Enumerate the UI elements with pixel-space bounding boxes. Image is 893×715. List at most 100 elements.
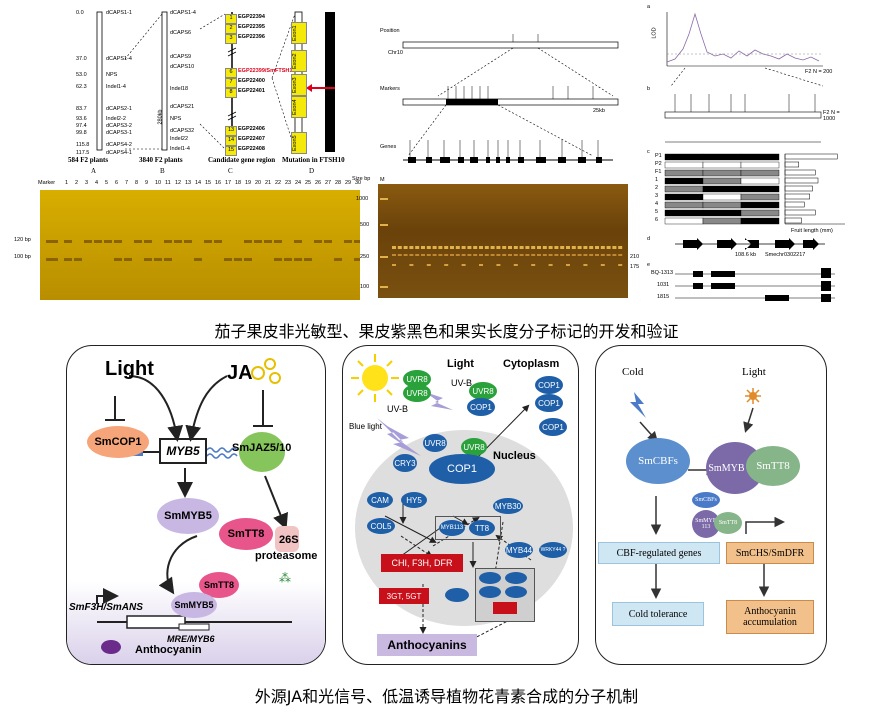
map-marker-label: dCAPS9 bbox=[170, 54, 192, 60]
gel-band bbox=[421, 254, 425, 256]
haplotype-row-label: P2 bbox=[655, 161, 662, 167]
candidate-gene-label: EGP22399/SmFTSH10 bbox=[238, 68, 296, 74]
nucleus-label: Nucleus bbox=[493, 450, 536, 462]
allele-1: BQ-1313 bbox=[651, 270, 674, 276]
gel-band bbox=[484, 246, 489, 249]
candidate-gene-label: EGP22408 bbox=[238, 146, 265, 152]
gel-lane-number: 7 bbox=[125, 180, 129, 186]
ja-label: JA bbox=[227, 362, 253, 384]
haplotype-segment bbox=[740, 185, 780, 193]
gel-band bbox=[94, 240, 102, 243]
chs-dfr-box[interactable]: SmCHS/SmDFR bbox=[726, 542, 814, 564]
gel-band bbox=[380, 256, 388, 258]
candidate-gene-label: EGP22396 bbox=[238, 34, 265, 40]
smmyb5-node: SmMYB5 bbox=[157, 498, 219, 534]
gel-lane-number: 19 bbox=[245, 180, 252, 186]
fruit-length-bar bbox=[784, 217, 802, 224]
col-b-label: 3840 F2 plants bbox=[139, 156, 183, 164]
gel-band bbox=[426, 254, 431, 256]
gel-band bbox=[397, 246, 402, 249]
gel-lane-number: 6 bbox=[115, 180, 119, 186]
myb5-gene-box: MYB5 bbox=[159, 438, 207, 464]
gel-band bbox=[537, 246, 541, 249]
cam-node: CAM bbox=[367, 492, 393, 508]
letter-a: A bbox=[91, 167, 97, 175]
gel-band bbox=[461, 264, 466, 266]
uvr8-node-d: UVR8 bbox=[423, 434, 447, 452]
gel-band bbox=[600, 246, 605, 249]
gel-band bbox=[606, 254, 611, 256]
candidate-gene-label: EGP22394 bbox=[238, 14, 265, 20]
gel-band bbox=[324, 240, 332, 243]
gel-band bbox=[174, 240, 182, 243]
haplotype-row-label: 2 bbox=[655, 185, 659, 191]
gel-band bbox=[304, 258, 312, 261]
pathway-panel-cold: Cold Light SmCBFs SmMYB 113 SmTT8 SmCBFs… bbox=[595, 345, 827, 665]
gel-lane-number: 4 bbox=[95, 180, 99, 186]
f2-n1000: F2 N = 1000 bbox=[823, 110, 840, 122]
map-marker-label: Indel22 bbox=[170, 136, 189, 142]
gel-band bbox=[508, 254, 512, 256]
gel-lane-number: 10 bbox=[155, 180, 162, 186]
anthocyanin-icon bbox=[101, 640, 121, 654]
gel-band bbox=[618, 264, 623, 266]
uvr8-node-c: UVR8 bbox=[469, 382, 497, 400]
cold-tolerance-box[interactable]: Cold tolerance bbox=[612, 602, 704, 626]
map-marker-label: Indel1-4 bbox=[170, 146, 190, 152]
gel-band bbox=[455, 246, 460, 249]
anthocyanins-box[interactable]: Anthocyanins bbox=[377, 634, 477, 656]
gel-right-1000: 1000 bbox=[356, 196, 369, 202]
gel-band bbox=[409, 264, 414, 266]
allele-3: 1815 bbox=[657, 294, 670, 300]
haplotype-segment bbox=[740, 153, 780, 161]
cop1-node-c: COP1 bbox=[535, 394, 563, 412]
gel-lane-number: 30 bbox=[355, 180, 362, 186]
map-marker-label: dCAPS32 bbox=[170, 128, 195, 134]
anthocyanin-accumulation-box[interactable]: Anthocyanin accumulation bbox=[726, 600, 814, 634]
gel-band bbox=[397, 254, 402, 256]
early-enzymes-box[interactable]: CHI, F3H, DFR bbox=[381, 554, 463, 572]
gel-band bbox=[490, 254, 495, 256]
exon-box: Exon3 bbox=[291, 74, 307, 96]
map-position-label: 117.5 bbox=[76, 150, 90, 156]
gel-band bbox=[274, 258, 282, 261]
myb44-node: MYB44 bbox=[505, 542, 533, 558]
gel-band bbox=[525, 246, 530, 249]
map-marker-label: Indel2-2 bbox=[106, 116, 126, 122]
gel-band bbox=[426, 246, 431, 249]
haplotype-row-label: 5 bbox=[655, 209, 659, 215]
col5-node: COL5 bbox=[367, 518, 395, 534]
late-enzymes-box[interactable]: 3GT, 5GT bbox=[379, 588, 429, 604]
transporter-node bbox=[505, 572, 527, 584]
transporter-red-node bbox=[493, 602, 517, 614]
uvr8-node-b: UVR8 bbox=[403, 384, 431, 402]
candidate-gene-number: 6 bbox=[225, 68, 237, 78]
gel-band bbox=[583, 254, 588, 256]
map-marker-label: dCAPS21 bbox=[170, 104, 195, 110]
panel-e-letter: e bbox=[647, 262, 651, 268]
col-c-label: Candidate gene region bbox=[208, 156, 276, 164]
pathway1-arrows: ⁂ bbox=[96, 375, 292, 631]
cbf-genes-box[interactable]: CBF-regulated genes bbox=[598, 542, 720, 564]
gel-band bbox=[461, 254, 466, 256]
myb113-node: MYB113 bbox=[439, 520, 465, 536]
haplotype-segment bbox=[702, 201, 742, 209]
gel-band bbox=[46, 240, 58, 243]
smcbfs-small-node: SmCBFs bbox=[692, 492, 720, 508]
gel-band bbox=[64, 258, 72, 261]
gel-band bbox=[502, 254, 507, 256]
exon-box: Exon1 bbox=[291, 22, 307, 44]
gst-node bbox=[445, 588, 469, 602]
lod-axis-label: LOD bbox=[651, 27, 658, 39]
gel-lane-number: 23 bbox=[285, 180, 292, 186]
gel-band bbox=[344, 240, 352, 243]
gel-band bbox=[432, 246, 437, 249]
fruit-length-bar bbox=[784, 201, 805, 208]
candidate-gene-number: 1 bbox=[225, 14, 237, 24]
gel-band bbox=[244, 258, 252, 261]
gel-band bbox=[513, 264, 518, 266]
map-marker-label: NPS bbox=[170, 116, 182, 122]
map-position-label: 0.0 bbox=[76, 10, 84, 16]
